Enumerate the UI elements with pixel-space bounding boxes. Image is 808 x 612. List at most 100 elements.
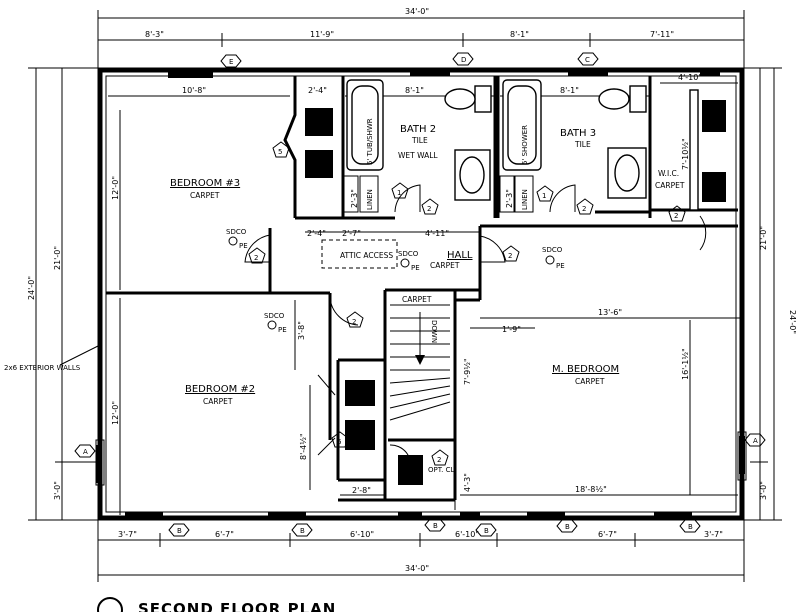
svg-text:B: B — [433, 522, 438, 530]
svg-text:B: B — [565, 523, 570, 531]
dim-mbed-width: 13'-6" — [598, 308, 622, 317]
sdco-marker-1: SDCO PE — [226, 228, 248, 250]
hall-finish: CARPET — [430, 261, 460, 270]
interior-walls — [106, 76, 738, 502]
svg-text:SDCO: SDCO — [226, 228, 247, 236]
window-tag-b-6: B — [679, 519, 701, 533]
windows — [96, 70, 745, 518]
bedroom-2-finish: CARPET — [203, 397, 233, 406]
svg-text:2: 2 — [352, 318, 356, 326]
window-tag-b-4: B — [475, 523, 497, 537]
dim-left-a: 21'-0" — [53, 246, 62, 270]
svg-text:A: A — [83, 448, 88, 456]
dim-bottom-5: 6'-7" — [598, 530, 617, 539]
window-tag-b-3: B — [424, 518, 446, 532]
dim-bath2-width: 8'-1" — [405, 86, 424, 95]
window-tag-a-left: A — [74, 444, 96, 458]
door-tag-2-bath3: 2 — [576, 198, 594, 215]
bedroom-3-finish: CARPET — [190, 191, 220, 200]
window-tag-c: C — [577, 52, 599, 66]
dim-stair-height: 3'-8" — [297, 321, 306, 340]
svg-text:A: A — [753, 437, 758, 445]
wic-finish: CARPET — [655, 181, 685, 190]
dim-wic-width: 4'-10" — [678, 73, 702, 82]
svg-text:1: 1 — [542, 192, 546, 200]
dim-left-b: 3'-0" — [53, 481, 62, 500]
wet-wall-label: WET WALL — [398, 151, 438, 160]
dim-bed3-height: 12'-0" — [111, 176, 120, 200]
svg-text:SDCO: SDCO — [398, 250, 419, 258]
bath-2-finish: TILE — [411, 136, 428, 145]
dim-bed2-closet-width: 2'-8" — [352, 486, 371, 495]
bath-2-name: BATH 2 — [400, 124, 436, 135]
svg-text:SDCO: SDCO — [542, 246, 563, 254]
attic-hatch — [321, 239, 398, 269]
door-tag-2-bath2: 2 — [421, 198, 439, 215]
svg-text:1: 1 — [397, 189, 401, 197]
svg-text:B: B — [484, 527, 489, 535]
dim-top-3: 8'-1" — [510, 30, 529, 39]
window-tag-a-right: A — [744, 433, 766, 447]
svg-text:C: C — [585, 56, 590, 64]
door-tag-2-wic: 2 — [668, 205, 686, 222]
dim-bottom-6: 3'-7" — [704, 530, 723, 539]
master-bedroom-name: M. BEDROOM — [552, 364, 619, 375]
dim-left-overall: 24'-0" — [27, 276, 36, 300]
svg-text:5: 5 — [278, 148, 282, 156]
svg-text:6: 6 — [337, 438, 342, 446]
dim-stair-a: 7'-9½" — [463, 358, 472, 385]
svg-text:PE: PE — [411, 264, 420, 272]
door-tag-5-closet: 5 — [272, 141, 290, 158]
bath-3-finish: TILE — [574, 140, 591, 149]
door-tag-1-bath2: 1 — [391, 182, 409, 199]
door-tag-1-bath3: 1 — [536, 185, 554, 202]
dim-opt-height: 4'-3" — [463, 473, 472, 492]
dim-mbed-width2: 18'-8½" — [575, 485, 607, 494]
dim-right-overall: 24'-0" — [788, 310, 797, 334]
hall-name: HALL — [447, 250, 473, 261]
dim-top-2: 11'-9" — [310, 30, 334, 39]
tub-label: 5' TUB/SHWR — [366, 118, 374, 165]
window-tag-e: E — [220, 54, 242, 68]
dim-attic-a: 2'-4" — [307, 229, 326, 238]
dim-wic-height: 7'-10½" — [681, 138, 690, 170]
dim-attic-b: 2'-7" — [342, 229, 361, 238]
dim-bed2-closet-height: 8'-4½" — [299, 433, 308, 460]
svg-text:E: E — [229, 58, 233, 66]
door-tag-2-mbed: 2 — [502, 245, 520, 262]
window-tag-d: D — [452, 52, 474, 66]
drawing-title: SECOND FLOOR PLAN — [138, 600, 336, 612]
dim-bottom-1: 3'-7" — [118, 530, 137, 539]
door-tag-2-opt: 2 — [431, 449, 449, 466]
svg-text:D: D — [461, 56, 466, 64]
wic-name: W.I.C. — [658, 169, 679, 178]
svg-text:SDCO: SDCO — [264, 312, 285, 320]
dim-bottom-3: 6'-10" — [350, 530, 374, 539]
window-tag-b-2: B — [291, 523, 313, 537]
sdco-marker-4: SDCO PE — [264, 312, 287, 334]
svg-text:PE: PE — [278, 326, 287, 334]
dim-bed2-height: 12'-0" — [111, 401, 120, 425]
linen-label-1: LINEN — [366, 189, 374, 210]
svg-text:2: 2 — [437, 456, 441, 464]
bathroom-fixtures — [341, 79, 647, 213]
dim-mbed-height: 16'-1½" — [681, 348, 690, 380]
sdco-marker-2: SDCO PE — [398, 250, 420, 272]
title-marker — [97, 597, 123, 612]
bath-3-name: BATH 3 — [560, 128, 596, 139]
svg-text:2: 2 — [427, 205, 431, 213]
door-swings — [244, 184, 707, 471]
dim-bath3-width: 8'-1" — [560, 86, 579, 95]
bedroom-3-name: BEDROOM #3 — [170, 178, 240, 189]
dim-bottom-4: 6'-10" — [455, 530, 479, 539]
dim-linen-b: 2'-3" — [505, 189, 514, 208]
door-tag-2-bed3: 2 — [248, 247, 266, 264]
dim-right-b: 3'-0" — [759, 481, 768, 500]
opt-closet-label: OPT. CL. — [428, 466, 457, 474]
down-label: DOWN — [430, 320, 438, 343]
dim-stair-b: 1'-9" — [502, 325, 521, 334]
svg-text:2: 2 — [674, 212, 678, 220]
window-tag-b-5: B — [556, 519, 578, 533]
